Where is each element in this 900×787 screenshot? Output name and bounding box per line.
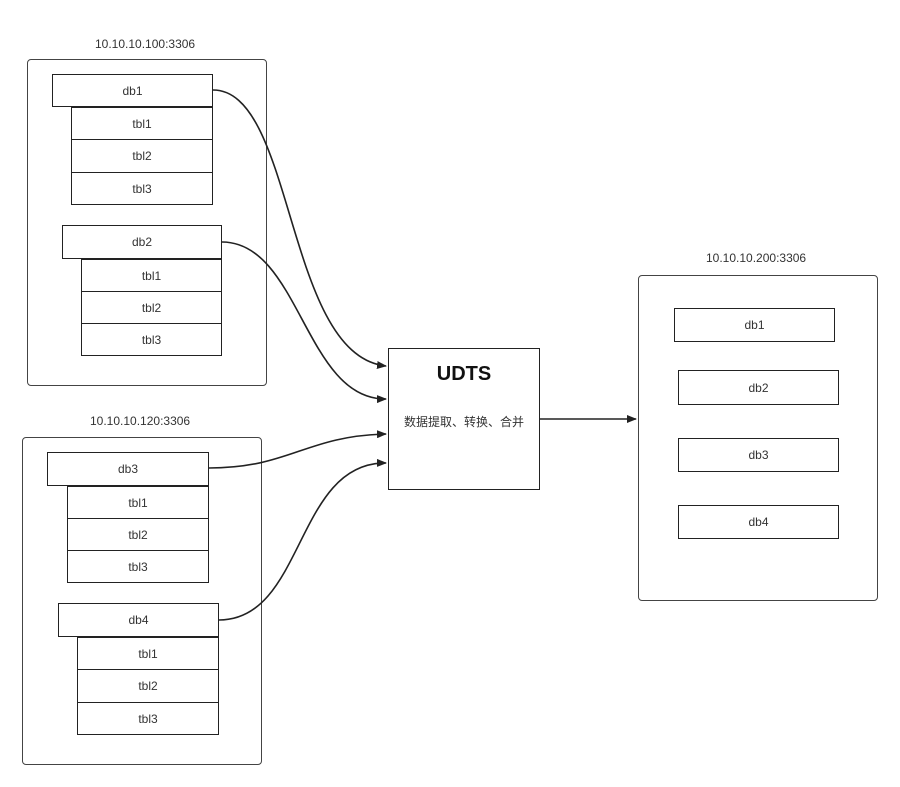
table-box: tbl1 xyxy=(81,259,222,292)
table-box: tbl3 xyxy=(71,173,213,205)
db-box-db3-target: db3 xyxy=(678,438,839,472)
udts-subtitle: 数据提取、转换、合并 xyxy=(403,415,524,429)
target-server-label: 10.10.10.200:3306 xyxy=(706,251,807,265)
table-box: tbl2 xyxy=(67,519,209,551)
db-box-db3-source: db3 xyxy=(47,452,209,486)
udts-title: UDTS xyxy=(436,363,492,385)
table-box: tbl2 xyxy=(77,670,219,703)
edge-db1-to-udts xyxy=(212,89,387,369)
db-box-db2-source: db2 xyxy=(62,225,222,259)
db-box-db4-source: db4 xyxy=(58,603,219,637)
table-box: tbl2 xyxy=(81,292,222,324)
table-box: tbl3 xyxy=(77,703,219,735)
db-box-db1-target: db1 xyxy=(674,308,835,342)
table-box: tbl1 xyxy=(71,107,213,140)
db-box-db4-target: db4 xyxy=(678,505,839,539)
edge-db4-to-udts xyxy=(218,458,387,621)
db-box-db2-target: db2 xyxy=(678,370,839,405)
udts-process-box: UDTS 数据提取、转换、合并 xyxy=(388,348,540,490)
table-box: tbl2 xyxy=(71,140,213,173)
source-server-b-label: 10.10.10.120:3306 xyxy=(90,414,191,428)
edge-db2-to-udts xyxy=(221,241,387,404)
table-box: tbl3 xyxy=(81,324,222,356)
db-box-db1-source: db1 xyxy=(52,74,213,107)
source-server-a-label: 10.10.10.100:3306 xyxy=(95,37,196,51)
table-box: tbl1 xyxy=(67,486,209,519)
table-box: tbl1 xyxy=(77,637,219,670)
table-box: tbl3 xyxy=(67,551,209,583)
edge-db3-to-udts xyxy=(208,430,387,469)
